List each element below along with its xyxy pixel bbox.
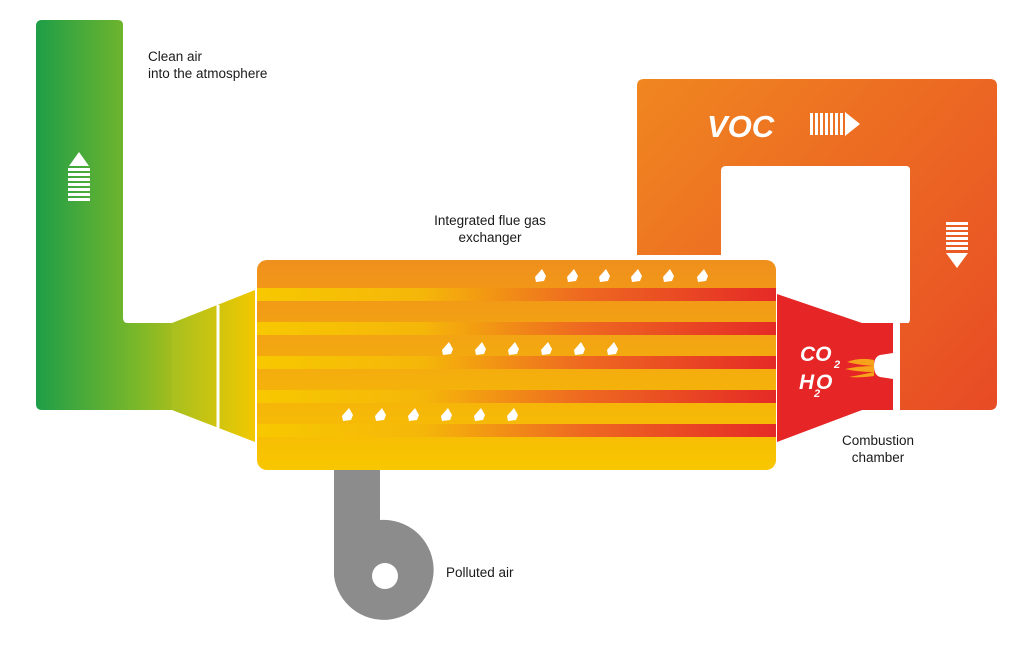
- flow-arrow-group: [342, 269, 708, 421]
- burner-nozzle: [874, 353, 893, 379]
- flow-arrow-icon: [607, 342, 618, 355]
- clean-air-label: Clean air into the atmosphere: [148, 49, 268, 81]
- flame-icon: [845, 358, 874, 378]
- flow-arrow-icon: [342, 408, 353, 421]
- combustion-products: CO 2 H O 2: [799, 343, 840, 400]
- flow-arrow-icon: [475, 342, 486, 355]
- down-arrow-icon: [946, 222, 968, 268]
- flow-arrow-icon: [631, 269, 642, 282]
- voc-label: VOC: [707, 109, 775, 144]
- flow-arrow-icon: [441, 408, 452, 421]
- combustion-chamber-label: Combustion chamber: [841, 433, 915, 465]
- flow-arrow-icon: [442, 342, 453, 355]
- flow-arrow-icon: [697, 269, 708, 282]
- flow-arrow-icon: [375, 408, 386, 421]
- flow-arrow-icon: [474, 408, 485, 421]
- h2o-label-o: O: [816, 371, 832, 394]
- polluted-air-label: Polluted air: [446, 565, 514, 580]
- flow-arrow-icon: [408, 408, 419, 421]
- flow-arrow-icon: [541, 342, 552, 355]
- flow-arrow-icon: [535, 269, 546, 282]
- flow-arrow-icon: [574, 342, 585, 355]
- exchanger-tubes: [257, 288, 776, 437]
- h2o-label-h: H: [799, 371, 815, 394]
- co2-subscript: 2: [833, 359, 840, 371]
- voc-duct: [637, 79, 997, 410]
- flow-arrow-icon: [508, 342, 519, 355]
- flow-arrow-icon: [567, 269, 578, 282]
- clean-air-chimney: [36, 20, 222, 410]
- flow-arrow-icon: [599, 269, 610, 282]
- fan-icon: [334, 468, 434, 620]
- up-arrow-icon: [68, 152, 90, 201]
- combustion-chamber: [777, 294, 893, 442]
- outlet-funnel: [172, 290, 255, 442]
- flow-arrow-icon: [663, 269, 674, 282]
- exchanger-label: Integrated flue gas exchanger: [434, 213, 546, 245]
- co2-label: CO: [800, 343, 832, 366]
- right-arrow-icon: [810, 112, 860, 136]
- h2o-subscript: 2: [813, 388, 820, 400]
- flow-arrow-icon: [507, 408, 518, 421]
